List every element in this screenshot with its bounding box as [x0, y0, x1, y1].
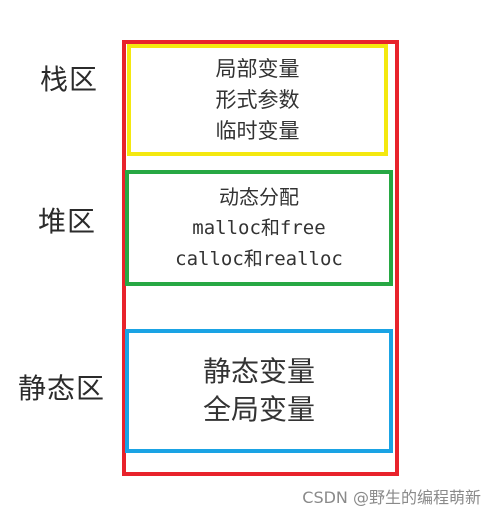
static-item-static-variables: 静态变量 [202, 355, 315, 388]
heap-item-calloc-realloc: calloc和realloc [175, 247, 343, 270]
stack-area-label: 栈区 [40, 63, 99, 96]
stack-region-box: 局部变量 形式参数 临时变量 [127, 44, 388, 156]
static-area-label: 静态区 [18, 372, 106, 405]
stack-item-formal-parameters: 形式参数 [215, 87, 300, 112]
csdn-watermark: CSDN @野生的编程萌新 [302, 488, 481, 507]
static-item-global-variables: 全局变量 [202, 393, 315, 426]
stack-item-local-variables: 局部变量 [215, 56, 300, 81]
heap-area-label: 堆区 [38, 205, 97, 238]
memory-layout-outer-box [122, 40, 399, 476]
heap-item-dynamic-allocation: 动态分配 [219, 184, 299, 209]
static-region-box: 静态变量 全局变量 [125, 329, 393, 453]
stack-item-temporary-variables: 临时变量 [215, 118, 300, 143]
heap-item-malloc-free: malloc和free [192, 216, 326, 239]
heap-region-box: 动态分配 malloc和free calloc和realloc [125, 170, 393, 286]
